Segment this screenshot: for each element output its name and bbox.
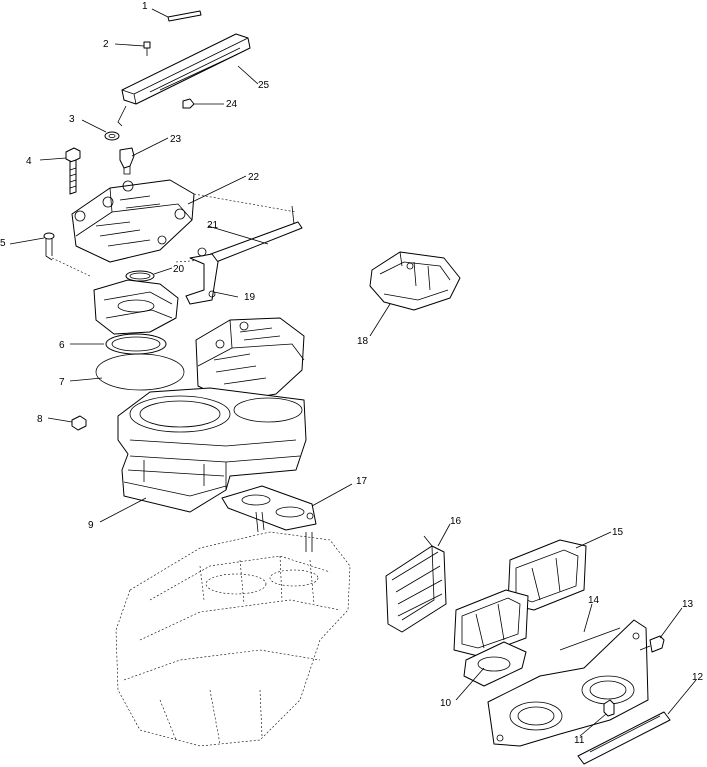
callout-23: 23 [170, 134, 182, 145]
part-20-oring [125, 270, 155, 282]
part-4-bolt [65, 147, 81, 195]
part-9-cylinder-block [117, 387, 307, 513]
part-22-head-cover [71, 179, 195, 263]
callout-25: 25 [258, 80, 270, 91]
part-17-base-gasket [221, 485, 317, 531]
callout-3: 3 [69, 114, 75, 125]
callout-13: 13 [682, 599, 694, 610]
part-15-reed-cage [507, 539, 587, 611]
callout-11: 11 [574, 735, 585, 746]
callout-14: 14 [588, 595, 600, 606]
part-11-screw [603, 699, 615, 717]
part-5-fitting [43, 232, 91, 277]
part-19-clip [185, 247, 219, 305]
callout-labels: 1 2 3 4 5 6 7 8 9 10 11 12 13 14 15 16 1… [0, 1, 704, 746]
part-cylinder-head-2 [195, 317, 305, 403]
part-8-nut [71, 415, 87, 431]
callout-6: 6 [59, 340, 65, 351]
callout-21: 21 [207, 220, 219, 231]
callout-20: 20 [173, 264, 185, 275]
part-3-washer [104, 131, 120, 141]
callout-17: 17 [356, 476, 368, 487]
part-16-reed-valve [385, 535, 447, 633]
part-21-bracket [175, 193, 303, 267]
callout-10: 10 [440, 698, 452, 709]
callout-19: 19 [244, 292, 256, 303]
part-18-cover [369, 251, 461, 311]
part-crankcase [115, 511, 351, 747]
part-25-rail [117, 33, 251, 127]
callout-18: 18 [357, 336, 369, 347]
leader-lines [9, 8, 697, 737]
callout-8: 8 [37, 414, 43, 425]
callout-22: 22 [248, 172, 260, 183]
part-10-gasket [463, 641, 527, 687]
part-24-nut [182, 98, 195, 109]
part-1-pin [167, 10, 202, 22]
part-reed-cage-2 [453, 589, 529, 657]
callout-4: 4 [26, 156, 32, 167]
callout-9: 9 [88, 520, 94, 531]
callout-24: 24 [226, 99, 238, 110]
part-7-ring-gasket [95, 353, 185, 391]
part-23-spark-plug [119, 147, 135, 175]
callout-5: 5 [0, 238, 6, 249]
part-12-strap [577, 711, 671, 765]
part-2-screw [143, 41, 151, 56]
part-head-insert [93, 279, 179, 335]
callout-16: 16 [450, 516, 462, 527]
callout-12: 12 [692, 672, 704, 683]
callout-15: 15 [612, 527, 624, 538]
callout-1: 1 [142, 1, 148, 12]
part-6-head-gasket [105, 333, 167, 355]
callout-2: 2 [103, 39, 109, 50]
callout-7: 7 [59, 377, 65, 388]
part-13-bolt [639, 635, 665, 653]
